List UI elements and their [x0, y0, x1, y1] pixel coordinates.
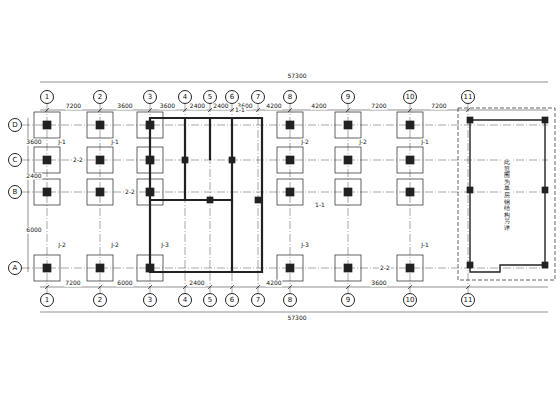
axis-line: [290, 104, 291, 293]
axis-line: [348, 104, 349, 293]
drawing-label: 7200: [430, 103, 447, 110]
drawing-label: 57300: [286, 315, 307, 322]
drawing-label: 2-2: [124, 189, 136, 196]
drawing-label: 57300: [286, 73, 307, 80]
axis-label: 8: [288, 297, 292, 304]
axis-label: 1: [45, 94, 49, 101]
drawing-label: J-2: [358, 139, 368, 146]
drawing-label: J-1: [420, 139, 430, 146]
axis-label: 7: [256, 94, 260, 101]
drawing-label: 4200: [265, 103, 282, 110]
axis-bubble: 6: [225, 293, 239, 307]
drawing-label: 6000: [25, 227, 42, 234]
axis-label: 2: [98, 94, 102, 101]
axis-label: 6: [230, 297, 234, 304]
drawing-label: 2400: [188, 280, 205, 287]
axis-line: [410, 104, 411, 293]
drawing-label: 3600: [159, 103, 176, 110]
axis-label: C: [13, 157, 18, 164]
axis-line: [258, 104, 259, 293]
axis-bubble: A: [8, 261, 22, 275]
axis-label: 5: [208, 94, 212, 101]
axis-label: 11: [464, 297, 473, 304]
ground-beam: [150, 118, 262, 272]
drawing-label: J-1: [110, 139, 120, 146]
drawing-label: 7200: [65, 103, 82, 110]
drawing-label: J-1: [57, 139, 67, 146]
drawing-label: 1-1: [314, 202, 326, 209]
drawing-label: J-2: [300, 139, 310, 146]
drawing-label: 2400: [25, 173, 42, 180]
axis-bubble: 2: [93, 293, 107, 307]
axis-bubble: 3: [143, 90, 157, 104]
axis-label: 11: [464, 94, 473, 101]
axis-label: 9: [346, 94, 350, 101]
axis-bubble: 2: [93, 90, 107, 104]
axis-line: [468, 104, 469, 293]
axis-bubble: 10: [403, 293, 417, 307]
axis-bubble: 11: [461, 90, 475, 104]
axis-label: 3: [148, 94, 152, 101]
axis-bubble: 1: [40, 293, 54, 307]
dimension-line: [28, 82, 548, 312]
axis-label: 4: [183, 297, 187, 304]
drawing-label: 2-2: [72, 157, 84, 164]
axis-bubble: 8: [283, 90, 297, 104]
axis-bubble: 5: [203, 293, 217, 307]
axis-label: 1: [45, 297, 49, 304]
axis-label: 4: [183, 94, 187, 101]
drawing-label: 7200: [64, 280, 81, 287]
axis-bubble: 9: [341, 293, 355, 307]
axis-label: 10: [406, 94, 415, 101]
drawing-label: 2-2: [379, 265, 391, 272]
axis-label: 7: [256, 297, 260, 304]
drawing-label: 3600: [370, 280, 387, 287]
axis-bubble: B: [8, 185, 22, 199]
axis-bubble: C: [8, 153, 22, 167]
drawing-label: 2400: [189, 103, 206, 110]
axis-label: 9: [346, 297, 350, 304]
axis-bubble: 4: [178, 293, 192, 307]
drawing-label: 4200: [265, 280, 282, 287]
axis-label: 2: [98, 297, 102, 304]
drawing-label: 7200: [370, 103, 387, 110]
axis-line: [232, 104, 233, 293]
axis-bubble: 9: [341, 90, 355, 104]
drawing-label: J-3: [160, 242, 170, 249]
axis-label: A: [13, 265, 18, 272]
annex-outline: [458, 108, 555, 280]
axis-label: B: [13, 189, 18, 196]
drawing-label: 1-1: [234, 107, 246, 114]
axis-bubble: 8: [283, 293, 297, 307]
axis-label: 8: [288, 94, 292, 101]
drawing-label: 4200: [310, 103, 327, 110]
drawing-label: J-2: [110, 242, 120, 249]
axis-line: [47, 104, 48, 293]
axis-bubble: 7: [251, 293, 265, 307]
drawing-label: 3600: [25, 139, 42, 146]
axis-label: 6: [230, 94, 234, 101]
axis-line: [100, 104, 101, 293]
axis-line: [210, 104, 211, 293]
drawing-label: 2400: [212, 103, 229, 110]
axis-bubble: 1: [40, 90, 54, 104]
drawing-label: J-3: [300, 242, 310, 249]
drawing-label: J-1: [420, 242, 430, 249]
drawing-label: 3600: [116, 103, 133, 110]
axis-bubble: D: [8, 118, 22, 132]
axis-line: [150, 104, 151, 293]
axis-label: 10: [406, 297, 415, 304]
drawing-label: 6000: [116, 280, 133, 287]
axis-line: [185, 104, 186, 293]
axis-label: 3: [148, 297, 152, 304]
axis-bubble: 3: [143, 293, 157, 307]
axis-label: 5: [208, 297, 212, 304]
axis-label: D: [12, 122, 17, 129]
axis-bubble: 10: [403, 90, 417, 104]
axis-bubble: 11: [461, 293, 475, 307]
drawing-label: J-2: [57, 242, 67, 249]
region-note: 此范围为单层钢结构另详: [502, 159, 512, 232]
